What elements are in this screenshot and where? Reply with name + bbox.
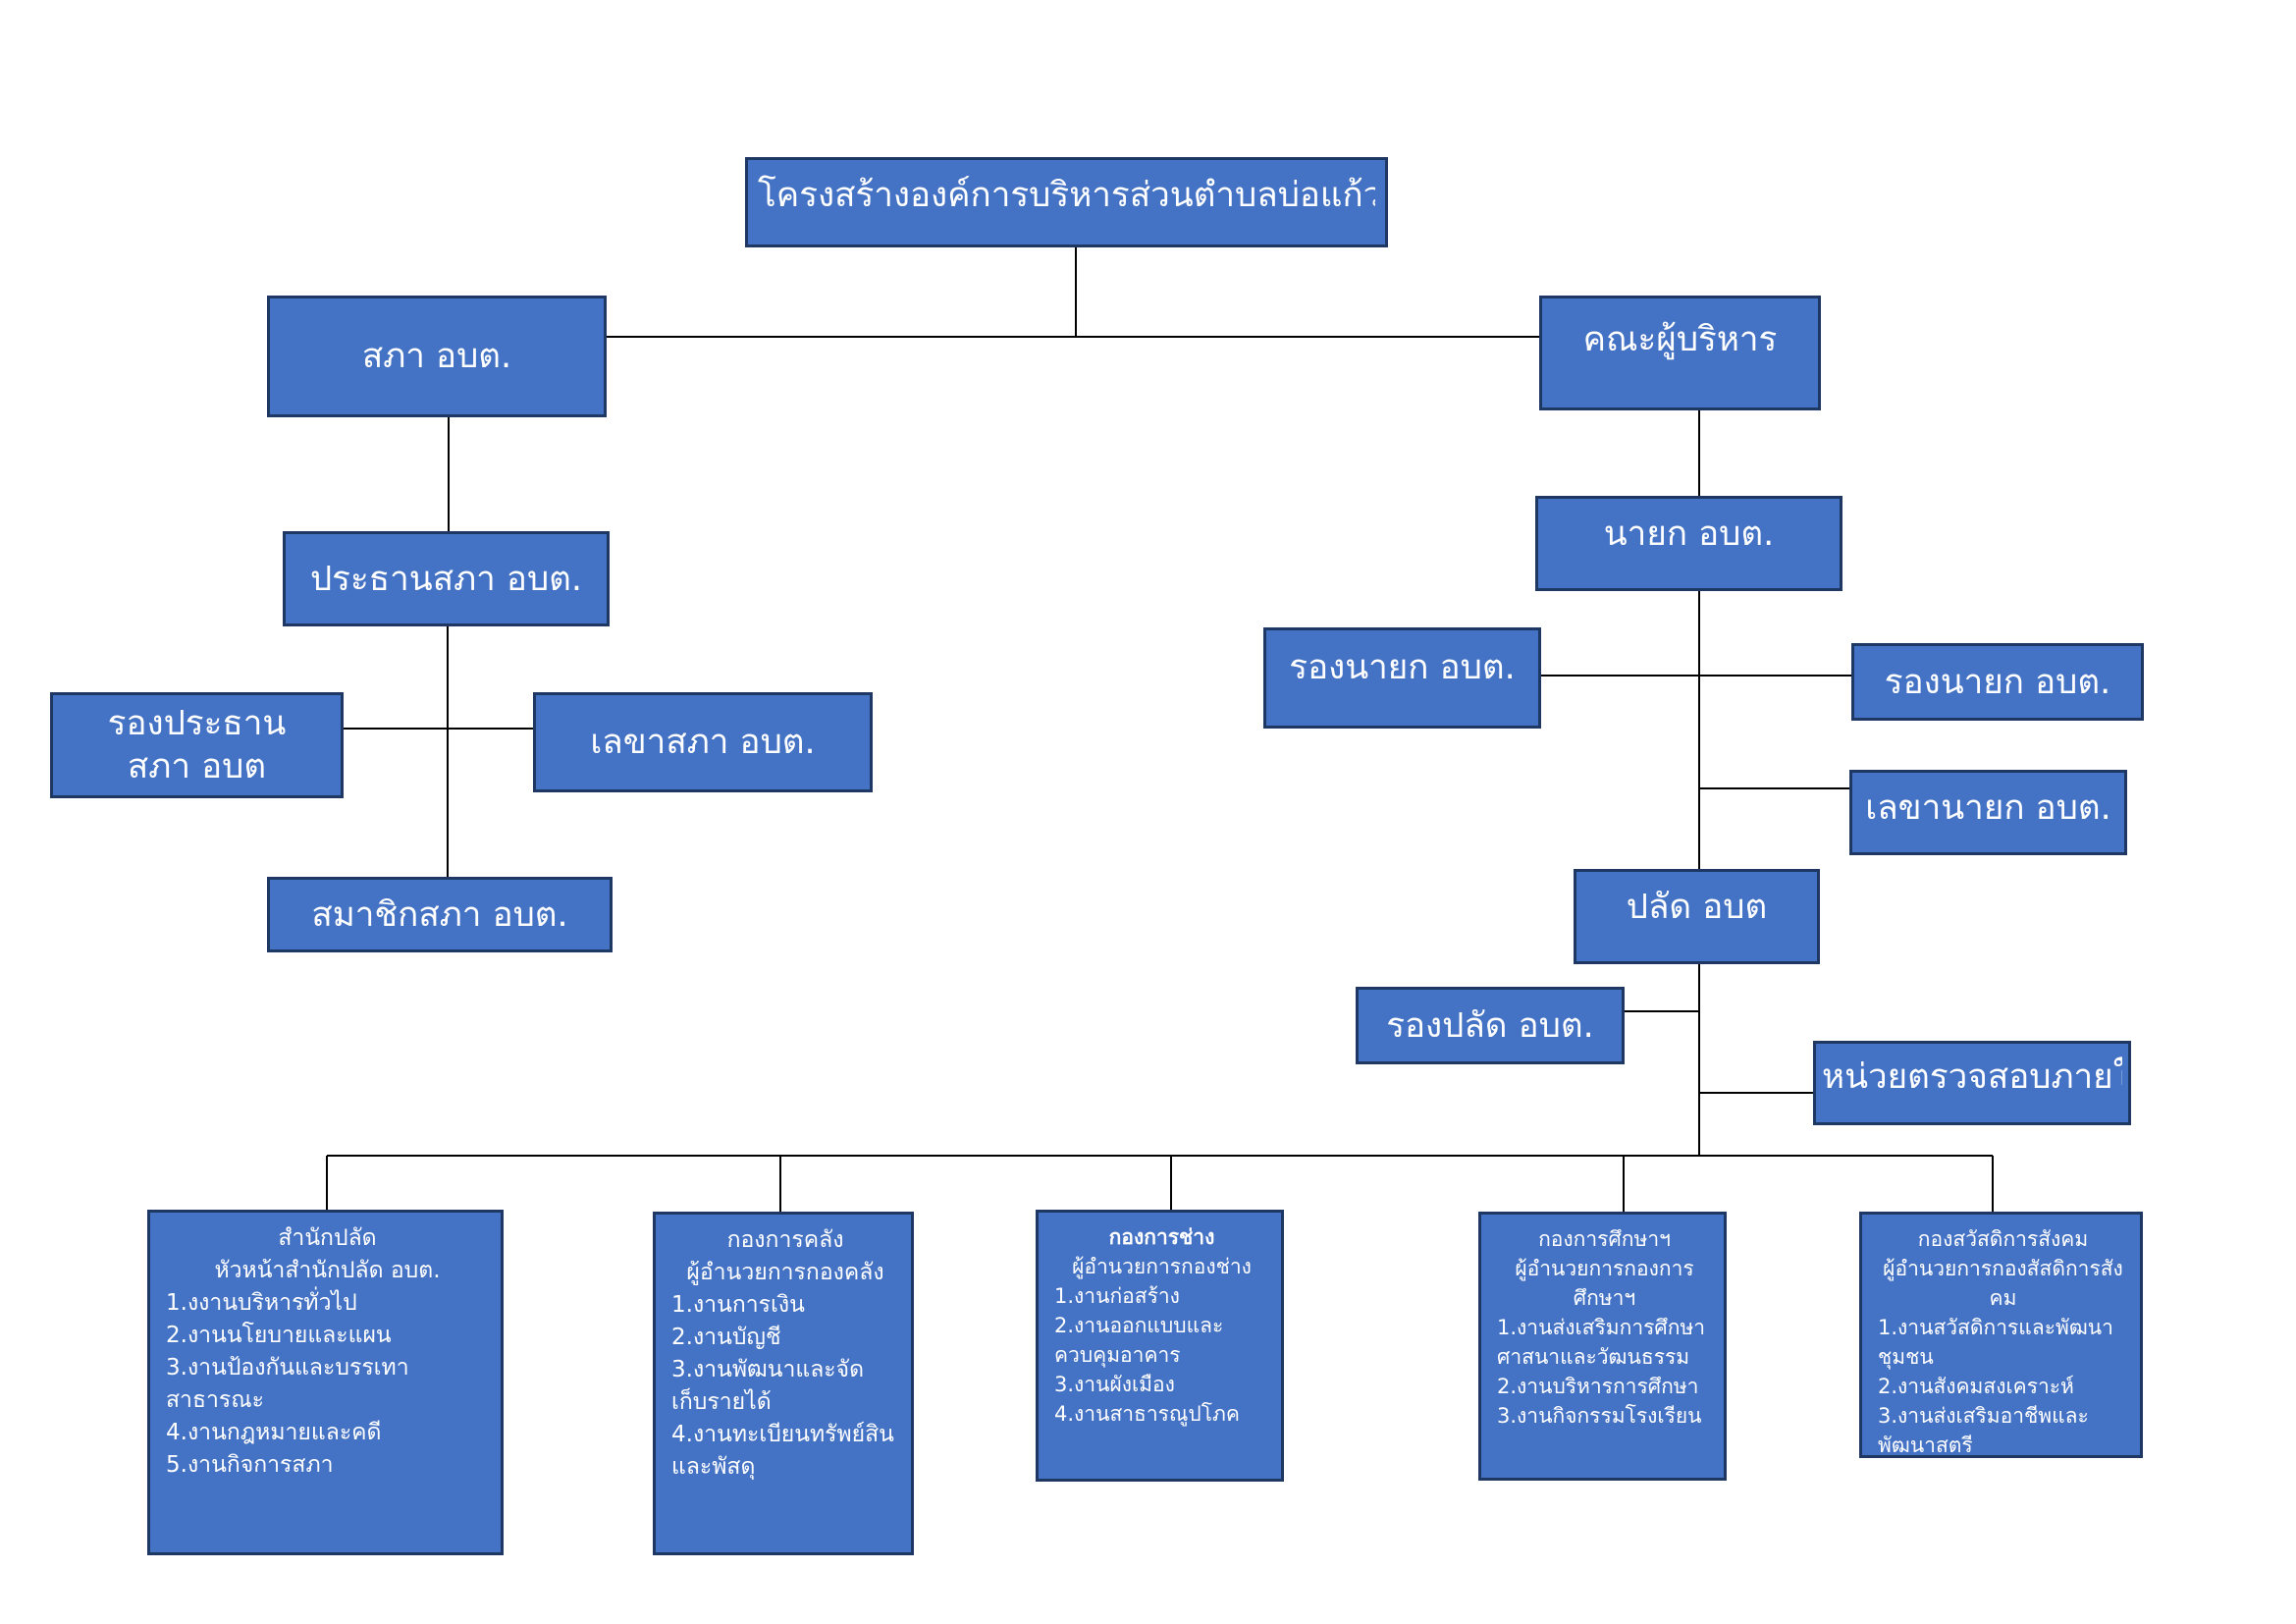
department-head: ผู้อำนวยการกองสัสดิการสังคม (1883, 1257, 2123, 1310)
department-task: 4.งานทะเบียนทรัพย์สินและพัสดุ (671, 1422, 894, 1480)
chief-admin-box: ปลัด อบต (1574, 869, 1820, 964)
executive-box: คณะผู้บริหาร (1539, 296, 1821, 410)
department-task-list: 1.งานสวัสดิการและพัฒนาชุมชน 2.งานสังคมสง… (1878, 1313, 2128, 1457)
department-title: กองการคลัง (726, 1227, 844, 1253)
department-box-finance: กองการคลัง ผู้อำนวยการกองคลัง 1.งานการเง… (653, 1212, 914, 1555)
council-secretary-label: เลขาสภา อบต. (590, 723, 816, 762)
deputy-mayor-left-label: รองนายก อบต. (1289, 648, 1516, 687)
audit-unit-box: หน่วยตรวจสอบภายใน (1813, 1041, 2131, 1125)
chart-title: โครงสร้างองค์การบริหารส่วนตำบลบ่อแก้ว (745, 157, 1388, 247)
council-members-label: สมาชิกสภา อบต. (311, 894, 568, 935)
department-title: กองการศึกษาฯ (1538, 1227, 1671, 1251)
department-box-social-welfare: กองสวัสดิการสังคม ผู้อำนวยการกองสัสดิการ… (1859, 1212, 2143, 1458)
department-head: ผู้อำนวยการกองช่าง (1072, 1255, 1252, 1278)
department-title: กองการช่าง (1108, 1225, 1215, 1249)
council-chair-label: ประธานสภา อบต. (309, 559, 583, 599)
council-box: สภา อบต. (267, 296, 607, 417)
mayor-box: นายก อบต. (1535, 496, 1842, 591)
department-task-list: 1.งานส่งเสริมการศึกษาศาสนาและวัฒนธรรม 2.… (1497, 1313, 1712, 1431)
department-task: 1.งานก่อสร้าง (1054, 1284, 1180, 1308)
mayor-secretary-box: เลขานายก อบต. (1849, 770, 2127, 855)
department-head: ผู้อำนวยการกองคลัง (686, 1260, 884, 1285)
department-task: 1.งานสวัสดิการและพัฒนาชุมชน (1878, 1316, 2113, 1369)
audit-unit-label: หน่วยตรวจสอบภายใน (1822, 1057, 2122, 1097)
department-box-engineering: กองการช่าง ผู้อำนวยการกองช่าง 1.งานก่อสร… (1036, 1210, 1284, 1482)
department-task: 2.งานออกแบบและควบคุมอาคาร (1054, 1314, 1224, 1367)
department-task-list: 1.งงานบริหารทั่วไป 2.งานนโยบายและแผน 3.ง… (166, 1287, 489, 1482)
council-members-box: สมาชิกสภา อบต. (267, 877, 613, 952)
department-box-office: สำนักปลัด หัวหน้าสำนักปลัด อบต. 1.งงานบร… (147, 1210, 504, 1555)
department-task: 1.งานการเงิน (671, 1292, 805, 1318)
department-title: กองสวัสดิการสังคม (1917, 1227, 2089, 1251)
department-task: 3.งานกิจกรรมโรงเรียน (1497, 1404, 1702, 1428)
mayor-label: นายก อบต. (1603, 514, 1775, 554)
council-vice-chair-box: รองประธานสภา อบต (50, 692, 344, 798)
department-task: 2.งานบริหารการศึกษา (1497, 1375, 1699, 1398)
deputy-mayor-right-box: รองนายก อบต. (1851, 643, 2144, 721)
department-head: ผู้อำนวยการกองการศึกษาฯ (1515, 1257, 1694, 1310)
department-task-list: 1.งานก่อสร้าง 2.งานออกแบบและควบคุมอาคาร … (1054, 1281, 1269, 1429)
department-task: 2.งานสังคมสงเคราะห์ (1878, 1375, 2074, 1398)
department-task: 1.งงานบริหารทั่วไป (166, 1290, 357, 1316)
department-task: 4.งานกฎหมายและคดี (166, 1420, 382, 1445)
council-chair-box: ประธานสภา อบต. (283, 531, 610, 626)
council-secretary-box: เลขาสภา อบต. (533, 692, 873, 792)
department-task: 2.งานนโยบายและแผน (166, 1323, 392, 1348)
department-task: 1.งานส่งเสริมการศึกษาศาสนาและวัฒนธรรม (1497, 1316, 1706, 1369)
executive-label: คณะผู้บริหาร (1582, 320, 1778, 359)
mayor-secretary-label: เลขานายก อบต. (1865, 788, 2111, 828)
chief-admin-label: ปลัด อบต (1626, 888, 1768, 927)
deputy-mayor-left-box: รองนายก อบต. (1263, 627, 1541, 729)
department-box-education: กองการศึกษาฯ ผู้อำนวยการกองการศึกษาฯ 1.ง… (1478, 1212, 1727, 1481)
chart-title-text: โครงสร้างองค์การบริหารส่วนตำบลบ่อแก้ว (758, 176, 1375, 215)
deputy-chief-admin-box: รองปลัด อบต. (1356, 987, 1625, 1064)
deputy-mayor-right-label: รองนายก อบต. (1884, 662, 2111, 702)
department-task: 3.งานพัฒนาและจัดเก็บรายได้ (671, 1357, 865, 1415)
department-task: 5.งานกิจการสภา (166, 1452, 334, 1478)
department-task: 3.งานส่งเสริมอาชีพและพัฒนาสตรี (1878, 1404, 2089, 1457)
department-task: 4.งานสาธารณูปโภค (1054, 1402, 1240, 1426)
council-label: สภา อบต. (361, 337, 512, 376)
department-task: 2.งานบัญชี (671, 1325, 781, 1350)
department-head: หัวหน้าสำนักปลัด อบต. (214, 1258, 441, 1283)
department-title: สำนักปลัด (278, 1225, 377, 1251)
department-task: 3.งานผังเมือง (1054, 1373, 1175, 1396)
council-vice-chair-label: รองประธานสภา อบต (107, 704, 287, 786)
department-task-list: 1.งานการเงิน 2.งานบัญชี 3.งานพัฒนาและจัด… (671, 1289, 899, 1484)
deputy-chief-admin-label: รองปลัด อบต. (1386, 1005, 1594, 1046)
department-task: 3.งานป้องกันและบรรเทาสาธารณะ (166, 1355, 409, 1413)
